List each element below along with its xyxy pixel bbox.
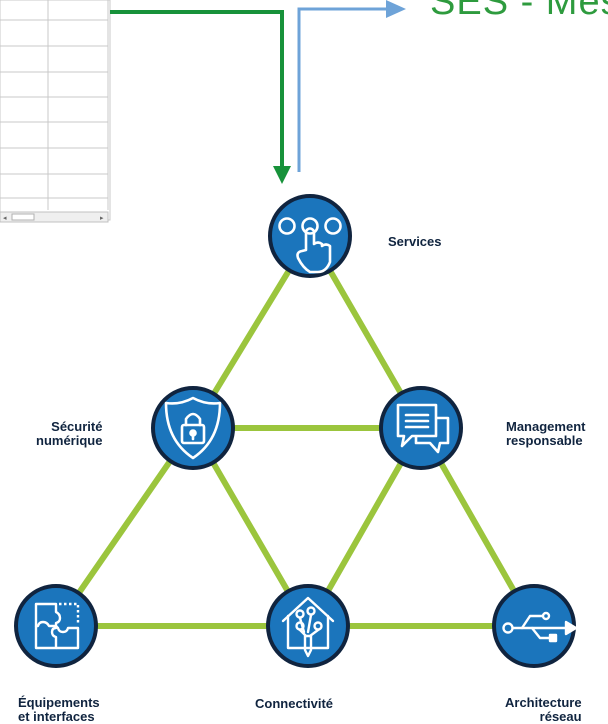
label-architecture-line1: Architecture bbox=[505, 695, 582, 710]
label-services: Services bbox=[388, 234, 442, 249]
usb-icon bbox=[502, 611, 578, 643]
node-equipements bbox=[14, 584, 98, 668]
node-management bbox=[379, 386, 463, 470]
node-connectivite bbox=[266, 584, 350, 668]
horizontal-scrollbar[interactable]: ◂ ▸ bbox=[0, 211, 109, 223]
label-management-line1: Management bbox=[506, 419, 586, 434]
green-arrow bbox=[110, 10, 291, 184]
node-securite bbox=[151, 386, 235, 470]
label-securite-numerique: Sécurité numérique bbox=[36, 420, 102, 448]
shield-lock-icon bbox=[164, 396, 222, 460]
node-architecture bbox=[492, 584, 578, 668]
house-network-icon bbox=[281, 596, 335, 658]
svg-text:◂: ◂ bbox=[3, 215, 7, 222]
label-securite-line1: Sécurité bbox=[51, 419, 103, 434]
chat-bubbles-icon bbox=[396, 403, 450, 454]
page-heading: SES - Mes bbox=[430, 0, 608, 23]
node-services bbox=[268, 194, 352, 278]
svg-text:▸: ▸ bbox=[100, 215, 104, 222]
label-equipements-line1: Équipements bbox=[18, 695, 100, 710]
label-equipements-line2: et interfaces bbox=[18, 709, 95, 724]
label-securite-line2: numérique bbox=[36, 433, 103, 448]
label-connectivite: Connectivité bbox=[255, 696, 334, 711]
touch-buttons-icon bbox=[278, 217, 342, 274]
label-management-responsable: Management responsable bbox=[506, 420, 585, 448]
label-management-line2: responsable bbox=[506, 433, 583, 448]
puzzle-icon bbox=[34, 602, 80, 650]
blue-arrow bbox=[297, 0, 406, 172]
label-equipements-interfaces: Équipements et interfaces bbox=[18, 696, 100, 724]
label-architecture-line2: réseau bbox=[539, 709, 582, 724]
spreadsheet-fragment bbox=[0, 0, 111, 221]
label-architecture-reseau: Architecture réseau bbox=[505, 696, 582, 724]
